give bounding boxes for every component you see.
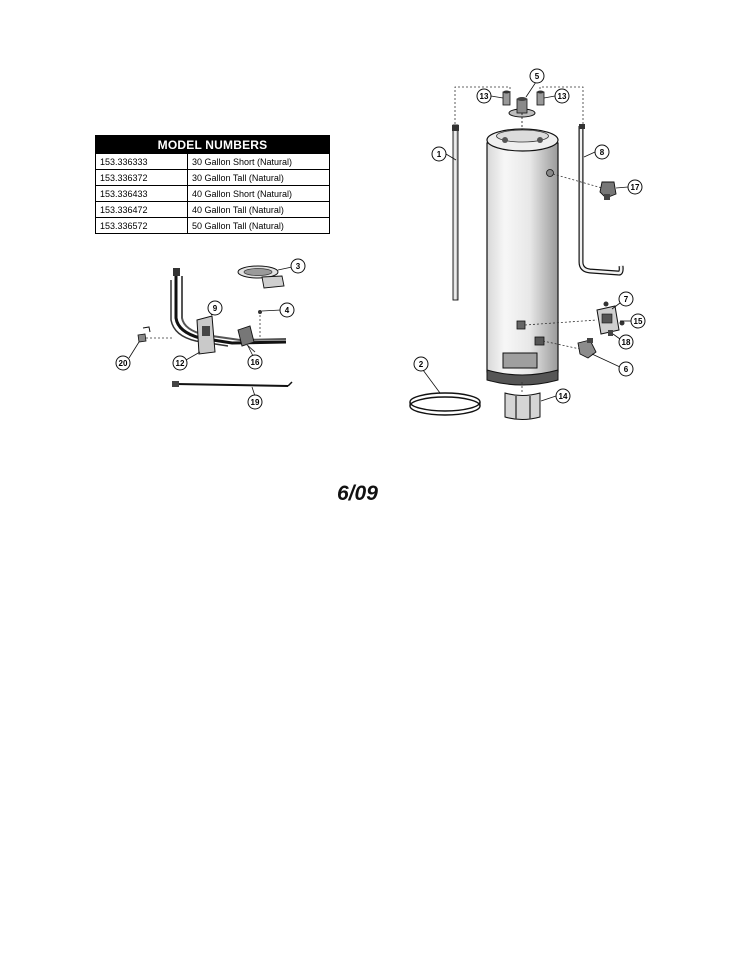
- callout-18: 18: [618, 334, 634, 350]
- callout-17: 17: [627, 179, 643, 195]
- svg-text:13: 13: [480, 92, 489, 101]
- callout-13: 13: [476, 88, 492, 104]
- svg-text:17: 17: [631, 183, 640, 192]
- inner-door: [504, 382, 541, 420]
- flue-baffle: [508, 97, 536, 130]
- burner-assembly: [137, 268, 287, 355]
- callout-12: 12: [172, 355, 188, 371]
- callout-2: 2: [413, 356, 429, 372]
- svg-text:14: 14: [559, 392, 568, 401]
- table-row: 153.336572 50 Gallon Tall (Natural): [95, 217, 330, 234]
- svg-text:1: 1: [437, 150, 442, 159]
- table-row: 153.336433 40 Gallon Short (Natural): [95, 185, 330, 202]
- svg-text:18: 18: [622, 338, 631, 347]
- callout-13: 13: [554, 88, 570, 104]
- svg-text:6: 6: [624, 365, 629, 374]
- drain-valve: [542, 338, 597, 359]
- svg-text:3: 3: [296, 262, 301, 271]
- model-numbers-table: MODEL NUMBERS 153.336333 30 Gallon Short…: [95, 135, 330, 234]
- callout-9: 9: [207, 300, 223, 316]
- callout-19: 19: [247, 394, 263, 410]
- thermocouple: [172, 381, 293, 387]
- callout-14: 14: [555, 388, 571, 404]
- callout-6: 6: [618, 361, 634, 377]
- svg-text:16: 16: [251, 358, 260, 367]
- model-numbers-header: MODEL NUMBERS: [95, 135, 330, 154]
- callout-8: 8: [594, 144, 610, 160]
- svg-text:20: 20: [119, 359, 128, 368]
- gas-control-valve: [524, 301, 625, 336]
- anode-rod: [578, 124, 624, 276]
- svg-text:5: 5: [535, 72, 540, 81]
- svg-text:19: 19: [251, 398, 260, 407]
- relief-valve: [552, 173, 617, 200]
- svg-text:8: 8: [600, 148, 605, 157]
- callout-5: 5: [529, 68, 545, 84]
- svg-text:13: 13: [558, 92, 567, 101]
- table-row: 153.336333 30 Gallon Short (Natural): [95, 153, 330, 170]
- callout-16: 16: [247, 354, 263, 370]
- model-description: 50 Gallon Tall (Natural): [187, 217, 330, 234]
- svg-text:9: 9: [213, 304, 218, 313]
- svg-text:7: 7: [624, 295, 629, 304]
- revision-date: 6/09: [337, 482, 378, 505]
- callout-15: 15: [630, 313, 646, 329]
- callout-1: 1: [431, 146, 447, 162]
- svg-text:4: 4: [285, 306, 290, 315]
- callout-20: 20: [115, 355, 131, 371]
- heat-trap-nipple: [502, 90, 511, 106]
- svg-text:15: 15: [634, 317, 643, 326]
- heat-trap-nipple: [536, 90, 545, 106]
- callout-4: 4: [279, 302, 295, 318]
- callout-3: 3: [290, 258, 306, 274]
- svg-text:12: 12: [176, 359, 185, 368]
- water-heater-tank: [486, 128, 559, 386]
- svg-text:2: 2: [419, 360, 424, 369]
- base-ring: [409, 392, 481, 416]
- callout-7: 7: [618, 291, 634, 307]
- dip-tube: [452, 124, 459, 301]
- burner: [237, 265, 285, 289]
